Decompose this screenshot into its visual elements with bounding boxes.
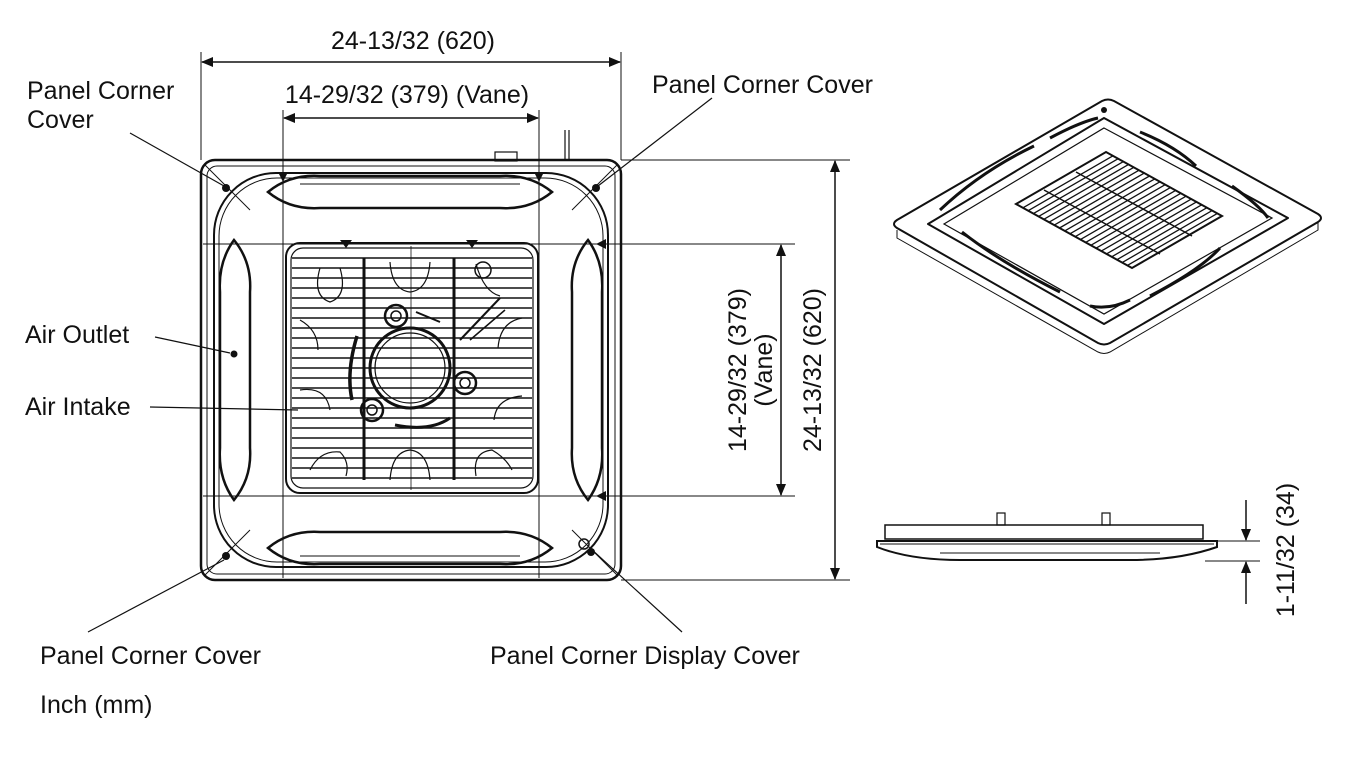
panel-corner-cover-top-left-label-line2: Cover bbox=[27, 106, 94, 134]
leader-lines bbox=[87, 97, 713, 633]
air-outlet-bottom bbox=[266, 530, 554, 566]
air-intake-grille bbox=[285, 240, 539, 494]
panel-corner-cover-bottom-left-label: Panel Corner Cover bbox=[40, 642, 261, 670]
panel-corner-cover-top-left-label-line1: Panel Corner bbox=[27, 77, 174, 105]
dimension-lines bbox=[200, 52, 850, 581]
overall-width-dimension: 24-13/32 (620) bbox=[331, 27, 495, 55]
panel-top-view bbox=[199, 130, 623, 582]
panel-thickness-dimension: 1-11/32 (34) bbox=[1272, 483, 1300, 617]
air-outlet-label: Air Outlet bbox=[25, 321, 129, 349]
vane-height-dimension-line2: (Vane) bbox=[750, 333, 778, 406]
vane-height-dimension-line1: 14-29/32 (379) bbox=[724, 288, 752, 452]
air-outlet-top bbox=[266, 174, 554, 210]
air-outlet-right bbox=[570, 237, 604, 503]
vane-width-dimension: 14-29/32 (379) (Vane) bbox=[285, 81, 529, 109]
panel-corner-cover-top-right-label: Panel Corner Cover bbox=[652, 71, 873, 99]
panel-isometric-view bbox=[893, 98, 1322, 354]
air-outlet-left bbox=[218, 237, 252, 503]
units-label: Inch (mm) bbox=[40, 691, 153, 719]
air-intake-label: Air Intake bbox=[25, 393, 131, 421]
overall-height-dimension: 24-13/32 (620) bbox=[799, 288, 827, 452]
panel-side-view bbox=[876, 500, 1260, 604]
panel-corner-display-cover-label: Panel Corner Display Cover bbox=[490, 642, 800, 670]
